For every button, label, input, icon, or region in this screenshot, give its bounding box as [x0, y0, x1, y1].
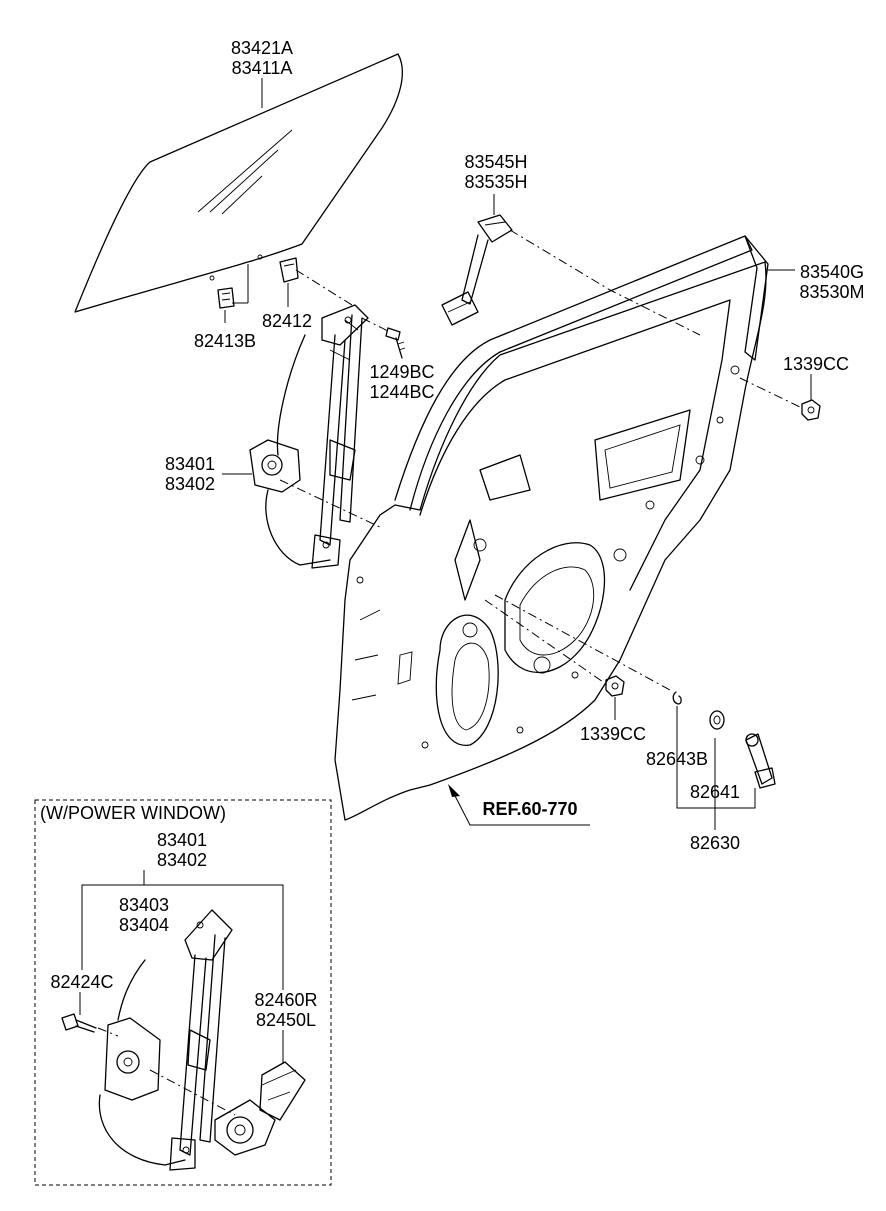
glass-label-1: 83421A: [231, 38, 293, 58]
rear-channel: [441, 214, 513, 326]
handle-clip-label: 82643B: [646, 749, 708, 769]
window-handle: [745, 733, 776, 789]
labels: 83421A 83411A 82413B 82412 1249BC 1244BC…: [40, 38, 865, 1030]
pw-regulator-label-1: 83401: [157, 830, 207, 850]
ref-arrow: [448, 784, 590, 826]
rear-door-inner-panel: [334, 261, 767, 821]
nut-upper-label: 1339CC: [783, 354, 849, 374]
pw-motor-label-1: 82460R: [254, 990, 317, 1010]
nut-lower: [605, 675, 625, 697]
window-glass: [74, 53, 404, 313]
pw-regulator-inner-label-2: 83404: [119, 915, 169, 935]
glass-clip-left: [217, 287, 235, 309]
handle-clip: [672, 691, 682, 705]
handle-washer-label: 82641: [690, 782, 740, 802]
regulator-label-2: 83402: [165, 474, 215, 494]
regulator-bolt-label-2: 1244BC: [369, 382, 434, 402]
door-weatherstrip: [394, 235, 769, 511]
rear-channel-label-2: 83535H: [464, 172, 527, 192]
power-window-box: [34, 799, 332, 1186]
handle-washer: [709, 710, 725, 730]
glass-clip-right-label: 82412: [262, 311, 312, 331]
power-window-title: (W/POWER WINDOW): [40, 803, 226, 823]
power-window-motor: [214, 1061, 306, 1156]
handle-assy-label: 82630: [690, 833, 740, 853]
manual-window-regulator: [249, 304, 369, 569]
glass-clip-right: [279, 257, 299, 283]
nut-lower-label: 1339CC: [580, 724, 646, 744]
pw-motor-label-2: 82450L: [256, 1010, 316, 1030]
pw-regulator-label-2: 83402: [157, 850, 207, 870]
ref-label: REF.60-770: [482, 799, 577, 819]
rear-channel-label-1: 83545H: [464, 152, 527, 172]
regulator-label-1: 83401: [165, 454, 215, 474]
glass-clip-left-label: 82413B: [194, 331, 256, 351]
weatherstrip-label-2: 83530M: [799, 282, 864, 302]
regulator-bolt: [385, 327, 406, 359]
pw-regulator-inner-label-1: 83403: [119, 895, 169, 915]
power-window-bolt: [61, 1013, 97, 1033]
power-window-regulator: [98, 909, 236, 1171]
weatherstrip-label-1: 83540G: [800, 262, 864, 282]
nut-upper: [801, 399, 821, 421]
glass-label-2: 83411A: [232, 58, 293, 78]
pw-bolt-label: 82424C: [50, 972, 113, 992]
regulator-bolt-label-1: 1249BC: [369, 362, 434, 382]
